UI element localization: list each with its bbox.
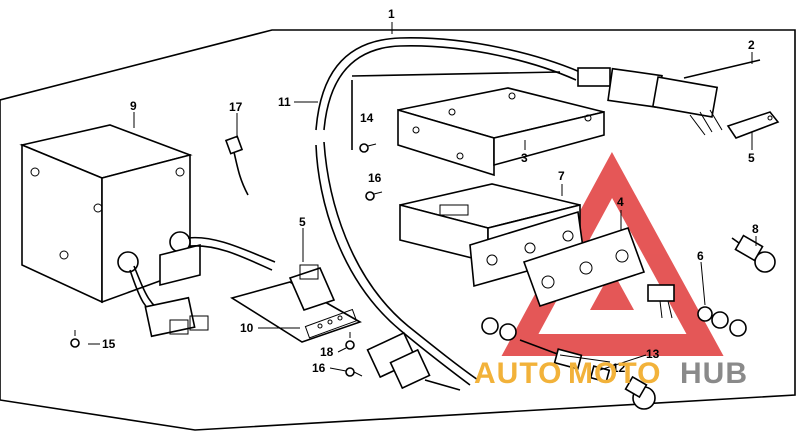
- callout-9: 9: [130, 99, 137, 113]
- plate-part-4: [522, 226, 646, 308]
- callout-13: 13: [646, 347, 660, 361]
- callout-5-lower: 5: [748, 151, 755, 165]
- control-box-part-9: [19, 124, 201, 304]
- callout-16-upper: 16: [368, 171, 382, 185]
- callout-14: 14: [360, 111, 374, 125]
- callout-1: 1: [388, 7, 395, 21]
- callout-17: 17: [229, 100, 243, 114]
- leader-lines: [88, 22, 757, 372]
- callout-15: 15: [102, 337, 116, 351]
- callout-10: 10: [240, 321, 254, 335]
- watermark-text: AUTO MOTO HUB: [474, 357, 748, 390]
- housing-part-7: [399, 183, 585, 288]
- switch-part-6: [647, 284, 747, 337]
- callout-12: 12: [612, 361, 626, 375]
- rings-bottom: [481, 317, 656, 410]
- callout-3: 3: [521, 151, 528, 165]
- bracket-part-3: [397, 87, 605, 177]
- callout-8: 8: [752, 222, 759, 236]
- clip-part-5-upper: [726, 111, 780, 139]
- screw-part-16-upper: [365, 191, 383, 201]
- tube-part-11: [315, 37, 581, 386]
- callout-2: 2: [748, 38, 755, 52]
- screw-part-15: [70, 330, 80, 348]
- callout-16-lower: 16: [312, 361, 326, 375]
- callout-7: 7: [558, 169, 565, 183]
- callout-6: 6: [697, 249, 704, 263]
- screw-part-14: [359, 143, 377, 153]
- bracket-part-10: [230, 264, 362, 343]
- assembly-boundary: [0, 29, 796, 431]
- watermark-part-auto: AUTO: [474, 357, 562, 390]
- callout-11: 11: [278, 95, 291, 109]
- connector-bottom: [366, 331, 461, 391]
- watermark-part-moto: MOTO: [568, 357, 661, 390]
- watermark-part-hub: HUB: [680, 357, 748, 390]
- lamp-part-8: [731, 234, 776, 273]
- wiring-top: [351, 59, 761, 150]
- callout-18: 18: [320, 345, 334, 359]
- callouts: 1 2 3 4 5 5 6 7 8 9 10 11 12 13 14 15 16…: [102, 7, 759, 375]
- screw-part-16-lower: [345, 367, 363, 377]
- callout-5-upper: 5: [299, 215, 306, 229]
- pin-part-17: [224, 135, 249, 196]
- callout-4: 4: [617, 195, 624, 209]
- harness-box: [129, 236, 276, 338]
- screw-part-18: [345, 332, 355, 350]
